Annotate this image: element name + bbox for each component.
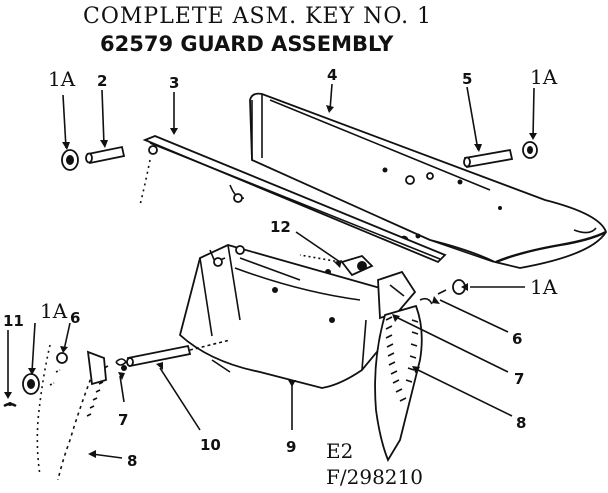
callout-9: 9 bbox=[286, 438, 296, 456]
nut-part-1a-low bbox=[22, 373, 40, 395]
callout-10: 10 bbox=[200, 436, 221, 454]
pin-part-5 bbox=[463, 148, 514, 169]
callout-3: 3 bbox=[169, 74, 179, 92]
callout-11: 11 bbox=[3, 312, 24, 330]
pin-part-2 bbox=[85, 145, 126, 165]
callout-5: 5 bbox=[462, 70, 472, 88]
washer-part-6-left bbox=[49, 352, 68, 386]
guard-part-4 bbox=[249, 92, 607, 269]
pawl-part-8-right bbox=[374, 304, 423, 463]
callout-8-left: 8 bbox=[127, 452, 137, 470]
callout-7-right: 7 bbox=[514, 370, 524, 388]
splitter-part-9 bbox=[178, 244, 407, 389]
drawing-code: E2 bbox=[326, 439, 353, 463]
callout-8-right: 8 bbox=[516, 414, 526, 432]
callout-1a-mid: 1A bbox=[530, 275, 558, 299]
callout-1a-left: 1A bbox=[48, 67, 76, 91]
callout-12: 12 bbox=[270, 218, 291, 236]
callout-7-left: 7 bbox=[118, 411, 128, 429]
bracket-mid bbox=[377, 270, 466, 320]
spring-part-7-left bbox=[115, 358, 128, 371]
callout-6-right: 6 bbox=[512, 330, 522, 348]
nut-part-1a-left bbox=[61, 149, 79, 171]
callout-1a-low: 1A bbox=[40, 299, 68, 323]
callout-1a-right: 1A bbox=[530, 65, 558, 89]
callout-4: 4 bbox=[327, 66, 337, 84]
callout-2: 2 bbox=[97, 72, 107, 90]
part-number: F/298210 bbox=[326, 465, 423, 489]
bar-part-3 bbox=[139, 135, 447, 264]
callout-6-left: 6 bbox=[70, 309, 80, 327]
pawl-part-8-left bbox=[36, 344, 109, 481]
leader-lines bbox=[7, 83, 535, 459]
clip-part-11 bbox=[3, 402, 17, 408]
arrowheads bbox=[4, 105, 537, 458]
diagram-subtitle: 62579 GUARD ASSEMBLY bbox=[100, 32, 394, 56]
nut-part-1a-right bbox=[522, 141, 538, 159]
knob-part-12 bbox=[325, 254, 374, 277]
diagram-title: COMPLETE ASM. KEY NO. 1 bbox=[83, 4, 433, 29]
rod-part-10 bbox=[126, 339, 231, 368]
